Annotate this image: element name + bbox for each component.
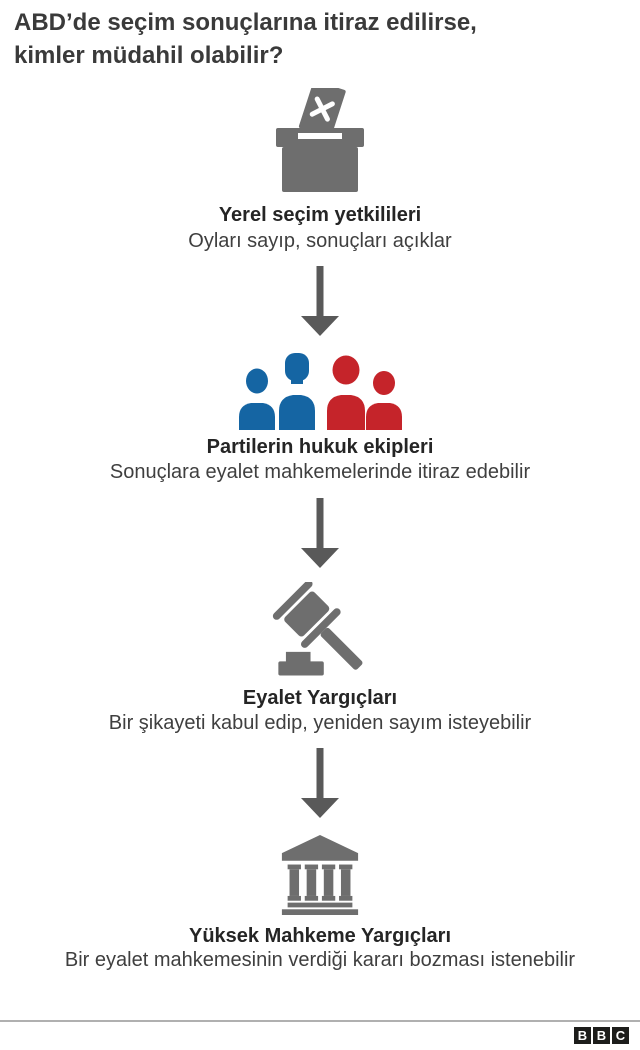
step-description: Bir eyalet mahkemesinin verdiği kararı b… (64, 949, 576, 971)
party-people-icon (236, 352, 404, 430)
step-description: Bir şikayeti kabul edip, yeniden sayım i… (108, 712, 532, 734)
bbc-logo: B B C (574, 1027, 629, 1044)
step-heading: Yerel seçim yetkilileri (218, 204, 422, 226)
down-arrow-icon (301, 498, 339, 568)
courthouse-icon (280, 835, 360, 915)
bbc-logo-letter: B (593, 1027, 610, 1044)
bbc-logo-letter: C (612, 1027, 629, 1044)
bbc-logo-letter: B (574, 1027, 591, 1044)
page-title: ABD’de seçim sonuçlarına itiraz edilirse… (14, 9, 477, 69)
step-heading: Partilerin hukuk ekipleri (206, 436, 434, 458)
step-heading: Yüksek Mahkeme Yargıçları (188, 925, 451, 947)
footer-divider (0, 1020, 640, 1022)
gavel-icon (267, 580, 373, 682)
down-arrow-icon (301, 266, 339, 336)
step-heading: Eyalet Yargıçları (242, 687, 398, 709)
step-description: Oyları sayıp, sonuçları açıklar (188, 230, 452, 252)
step-description: Sonuçlara eyalet mahkemelerinde itiraz e… (109, 461, 531, 483)
ballot-box-icon (276, 80, 364, 192)
down-arrow-icon (301, 748, 339, 818)
